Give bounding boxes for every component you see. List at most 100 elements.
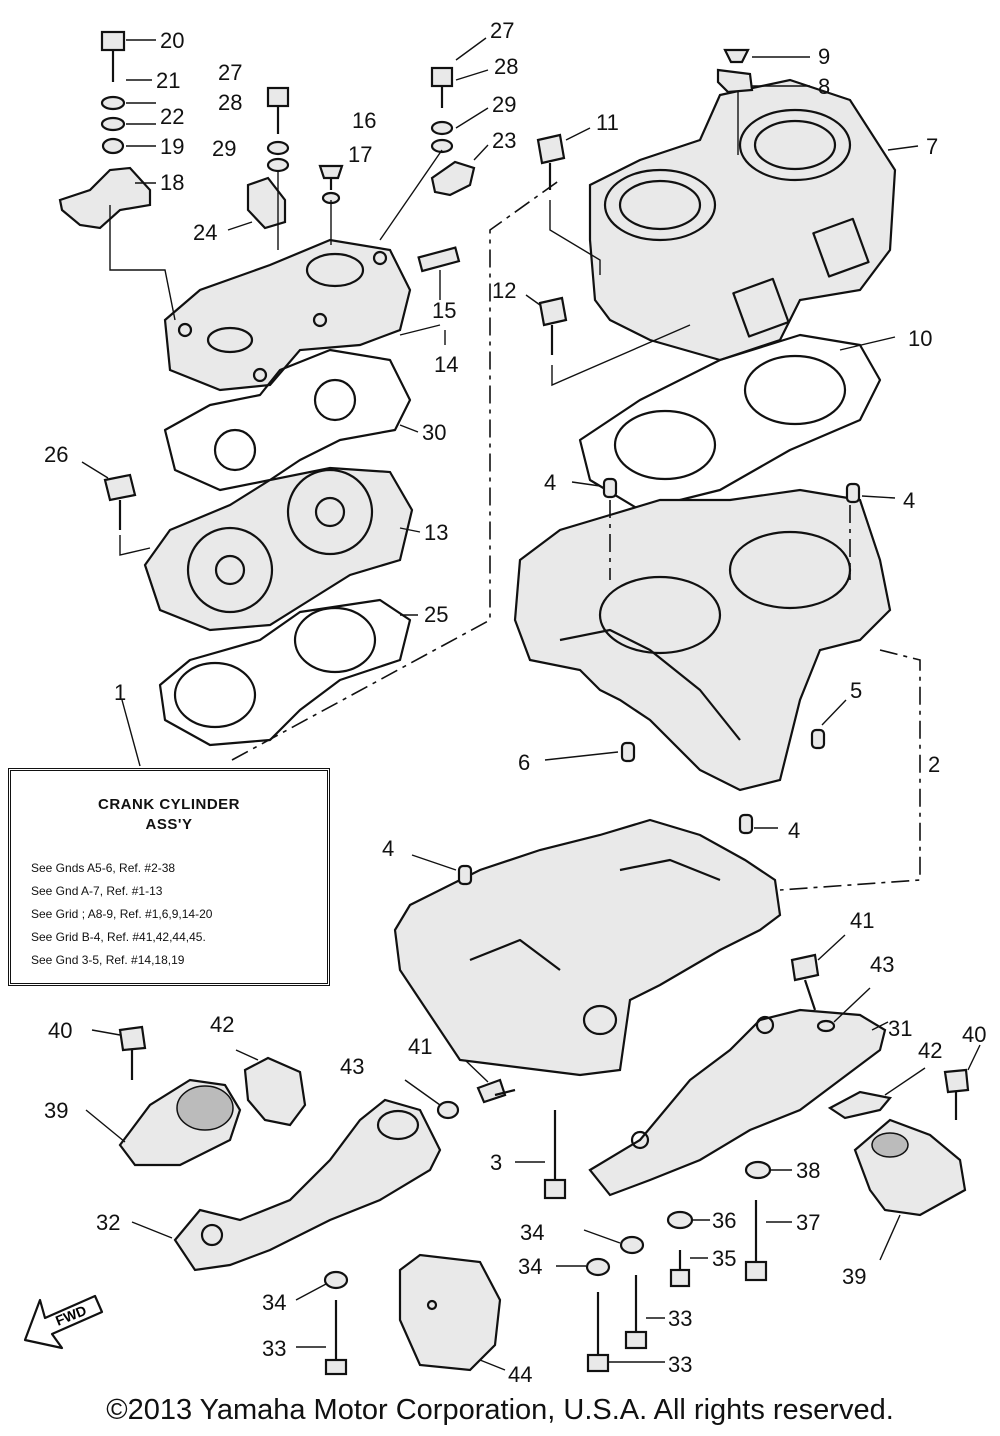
bolt-41-right [790, 934, 846, 1011]
callout-29-right: 29 [492, 92, 516, 117]
cylinder-block-7 [588, 78, 897, 362]
callout-34-a: 34 [520, 1220, 544, 1245]
callout-23: 23 [492, 128, 516, 153]
callout-13: 13 [424, 520, 448, 545]
fwd-arrow-icon: FWD [23, 1294, 104, 1350]
bolt-40-right [943, 1044, 981, 1120]
callout-1: 1 [114, 680, 126, 705]
gasket-30 [163, 348, 412, 492]
callout-42-right: 42 [918, 1038, 942, 1063]
base-gasket-10 [578, 333, 882, 512]
rubber-mount-39-right [853, 1118, 967, 1217]
callout-12: 12 [492, 278, 516, 303]
dowel-4-d [457, 864, 473, 886]
callout-39-left: 39 [44, 1098, 68, 1123]
washer-34-b [585, 1257, 611, 1277]
callout-33-left: 33 [262, 1336, 286, 1361]
bolt-11 [536, 127, 591, 190]
washer-38 [744, 1160, 772, 1180]
crankcase-lower [393, 818, 782, 1077]
bolt-27-right [430, 66, 454, 108]
callout-4-d: 4 [382, 836, 394, 861]
callout-35: 35 [712, 1246, 736, 1271]
callout-21: 21 [156, 68, 180, 93]
callout-42-left: 42 [210, 1012, 234, 1037]
bolt-33-mid [624, 1275, 665, 1350]
callout-43-left: 43 [340, 1054, 364, 1079]
clip-8 [716, 68, 754, 94]
callout-28-right: 28 [494, 54, 518, 79]
bolt-20 [100, 30, 156, 82]
bushing-19 [101, 137, 125, 155]
screw-9 [723, 48, 750, 64]
callout-28-left: 28 [218, 90, 242, 115]
bracket-42-right [827, 1090, 893, 1120]
callout-26: 26 [44, 442, 68, 467]
callout-29-left: 29 [212, 136, 236, 161]
engine-mount-31 [588, 1008, 887, 1197]
callout-5: 5 [850, 678, 862, 703]
dowel-6 [620, 741, 636, 763]
callout-27-left: 27 [218, 60, 242, 85]
bolt-33-right [586, 1292, 665, 1373]
callout-20: 20 [160, 28, 184, 53]
callout-37: 37 [796, 1210, 820, 1235]
washer-34-c [323, 1270, 349, 1290]
callout-41-right: 41 [850, 908, 874, 933]
reference-title-line1: CRANK CYLINDER [98, 796, 240, 813]
callout-25: 25 [424, 602, 448, 627]
callout-18: 18 [160, 170, 184, 195]
callout-40-left: 40 [48, 1018, 72, 1043]
bolt-37 [744, 1200, 792, 1282]
callout-10: 10 [908, 326, 932, 351]
washer-29-right [430, 138, 454, 154]
reference-title-line2: ASS'Y [145, 816, 193, 833]
callout-41-left: 41 [408, 1034, 432, 1059]
washer-28-right [430, 120, 454, 136]
washer-22 [100, 116, 126, 132]
callout-43-right: 43 [870, 952, 894, 977]
reference-box: CRANK CYLINDER ASS'Y See Gnds A5-6, Ref.… [8, 768, 330, 986]
callout-17: 17 [348, 142, 372, 167]
reference-line: See Grid ; A8-9, Ref. #1,6,9,14-20 [31, 907, 213, 921]
bolt-40-left [91, 1025, 147, 1080]
callout-40-right: 40 [962, 1022, 986, 1047]
clamp-24 [246, 176, 287, 230]
pad-44 [398, 1253, 502, 1372]
cylinder-head-13 [143, 466, 414, 632]
bolt-12 [525, 294, 568, 355]
pin-15 [417, 246, 461, 273]
reference-lines: See Gnds A5-6, Ref. #2-38 See Gnd A-7, R… [31, 857, 212, 972]
dowel-4-b [845, 482, 861, 504]
bolt-35 [669, 1250, 708, 1288]
callout-36: 36 [712, 1208, 736, 1233]
washer-34-a [619, 1235, 645, 1255]
dowel-5 [810, 728, 826, 750]
callout-8: 8 [818, 74, 830, 99]
bolt-3 [515, 1110, 567, 1200]
callout-4-b: 4 [903, 488, 915, 513]
reference-line: See Gnd A-7, Ref. #1-13 [31, 884, 163, 898]
reference-title: CRANK CYLINDER ASS'Y [11, 795, 327, 835]
crankcase-upper [513, 488, 892, 792]
callout-9: 9 [818, 44, 830, 69]
callout-34-c: 34 [262, 1290, 286, 1315]
callout-24: 24 [193, 220, 217, 245]
callout-19: 19 [160, 134, 184, 159]
callout-44: 44 [508, 1362, 532, 1387]
bracket-18 [58, 166, 152, 230]
callout-22: 22 [160, 104, 184, 129]
washer-21 [100, 95, 126, 111]
washer-29-left [266, 157, 290, 173]
callout-30: 30 [422, 420, 446, 445]
washer-28-left [266, 140, 290, 156]
dowel-4-c [738, 813, 754, 835]
bracket-42-left [243, 1056, 307, 1127]
callout-14: 14 [434, 352, 458, 377]
callout-16: 16 [352, 108, 376, 133]
washer-43-left [436, 1100, 460, 1120]
callout-34-b: 34 [518, 1254, 542, 1279]
callout-4-a: 4 [544, 470, 556, 495]
washer-43-right [816, 1019, 836, 1033]
